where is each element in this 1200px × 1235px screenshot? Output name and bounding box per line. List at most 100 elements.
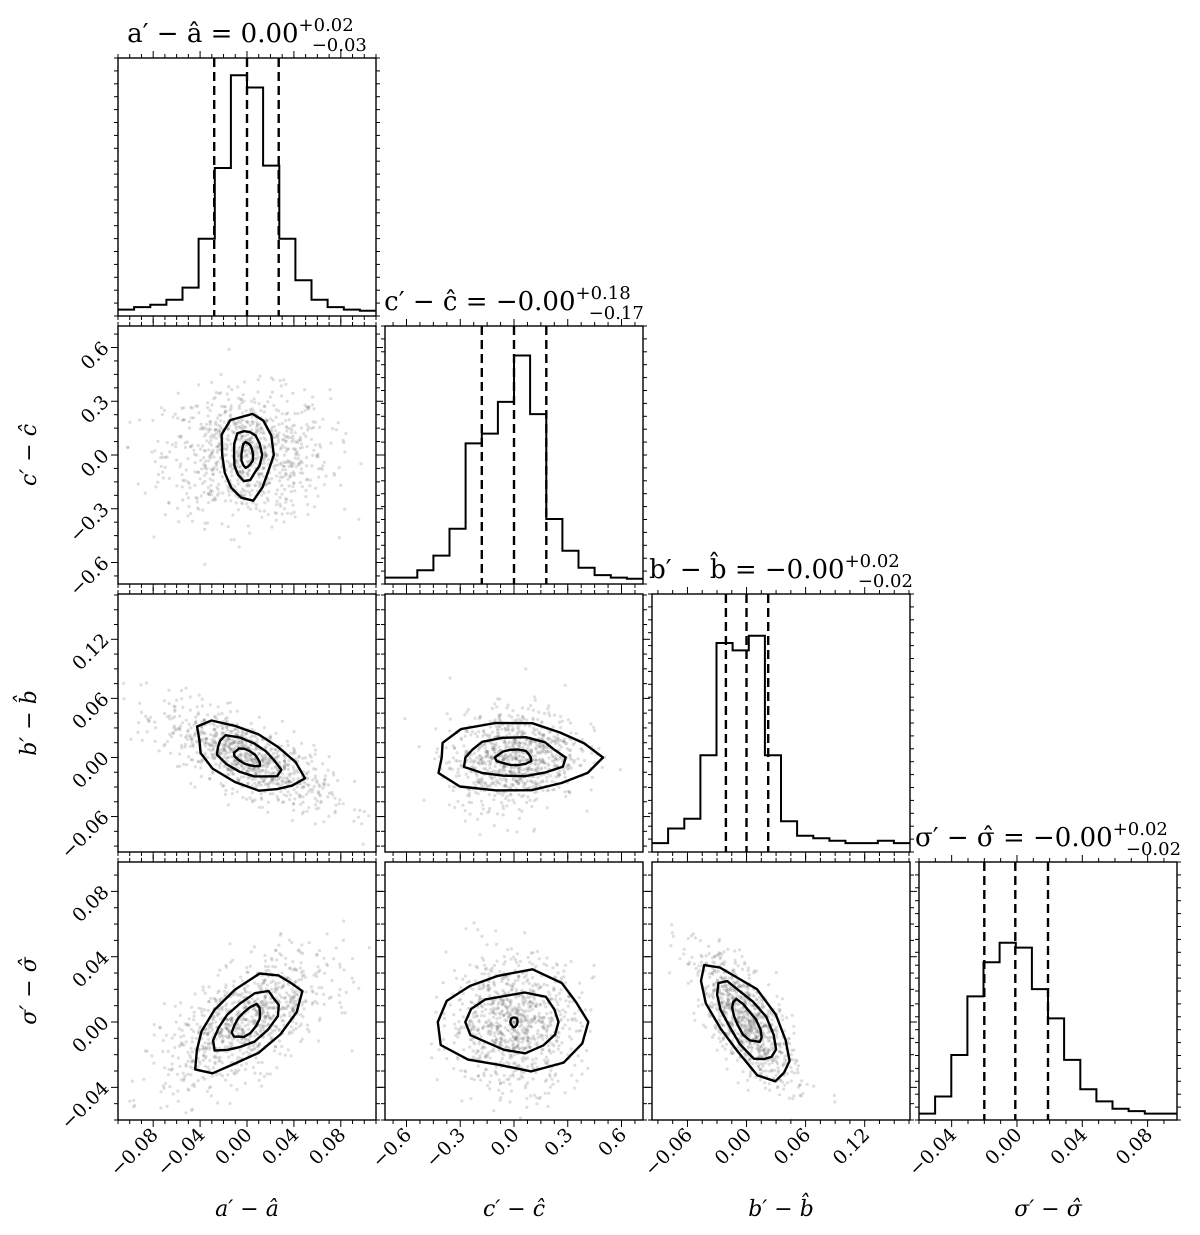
sample-point [237,396,241,400]
sample-point [279,1015,283,1019]
sample-point [271,781,275,785]
sample-point [490,706,494,711]
sample-point [285,472,289,477]
sample-point [502,764,506,768]
sample-point [210,1021,214,1025]
sample-point [201,1047,205,1051]
sample-point [542,982,546,987]
sample-point [275,755,279,759]
sample-point [526,1065,530,1069]
sample-point [534,782,539,786]
sample-point [515,1008,519,1012]
sample-point [176,1099,180,1103]
sample-point [495,731,499,735]
sample-point [545,1036,549,1040]
sample-point [226,755,231,760]
sample-point [467,791,472,796]
sample-point [793,1061,797,1065]
sample-point [183,1022,187,1026]
sample-point [496,734,501,738]
sample-point [228,942,232,946]
sample-point [506,947,510,952]
sample-point [497,745,501,749]
sample-point [482,1024,486,1028]
sample-point [752,1021,756,1025]
sample-point [246,776,250,781]
sample-point [209,483,213,488]
sample-point [735,980,739,984]
sample-point [267,743,271,747]
sample-point [269,376,273,380]
sample-point [512,719,516,723]
sample-point [493,718,497,722]
sample-point [490,746,495,750]
sample-point [262,509,267,513]
sample-point [783,1058,787,1062]
sample-point [477,757,482,761]
sample-point [242,775,246,779]
sample-point [204,1046,209,1051]
sample-point [255,446,259,450]
sample-point [158,1026,162,1030]
sample-point [464,927,468,931]
sample-point [233,762,237,766]
sample-point [544,749,548,753]
sample-point [261,1008,265,1012]
sample-point [508,983,512,987]
sample-point [303,408,307,413]
sample-point [313,752,317,756]
sample-point [283,781,287,785]
sample-point [507,1077,511,1081]
sample-point [313,999,317,1003]
sample-point [191,1058,195,1062]
sample-point [224,1025,228,1029]
sample-point [256,1061,260,1065]
sample-point [517,745,522,749]
sample-point [215,1013,219,1018]
sample-point [194,721,198,725]
sample-point [214,431,219,435]
sample-point [236,1000,240,1004]
sample-point [206,486,210,490]
sample-point [223,792,227,797]
sample-point [563,771,567,776]
sample-point [812,1084,816,1088]
sample-point [204,741,208,745]
sample-point [585,1048,589,1053]
sample-point [257,427,261,432]
sample-point [271,419,275,423]
sample-point [502,1053,506,1057]
sample-point [507,769,511,773]
sample-point [279,504,283,508]
sample-point [211,448,215,452]
sample-point [508,792,512,796]
sample-point [192,1010,196,1014]
sample-point [550,997,554,1001]
sample-point [312,505,316,509]
sample-point [459,759,463,763]
sample-point [519,1021,523,1025]
sample-point [274,511,278,515]
sample-point [259,987,263,991]
sample-point [521,733,525,737]
sample-point [301,785,306,789]
sample-point [547,711,551,715]
sample-point [272,1024,276,1028]
sample-point [214,1010,218,1015]
sample-point [272,1049,277,1053]
sample-point [512,982,516,986]
sample-point [429,1042,434,1046]
sample-point [250,488,254,492]
sample-point [554,736,558,740]
sample-point [213,741,217,745]
sample-point [488,784,492,788]
sample-point [573,1011,577,1016]
sample-point [554,738,558,742]
sample-point [268,481,272,485]
sample-point [279,790,283,794]
sample-point [227,745,231,749]
sample-point [252,397,256,401]
sample-point [260,758,264,763]
sample-point [233,991,237,995]
sample-point [510,771,515,775]
